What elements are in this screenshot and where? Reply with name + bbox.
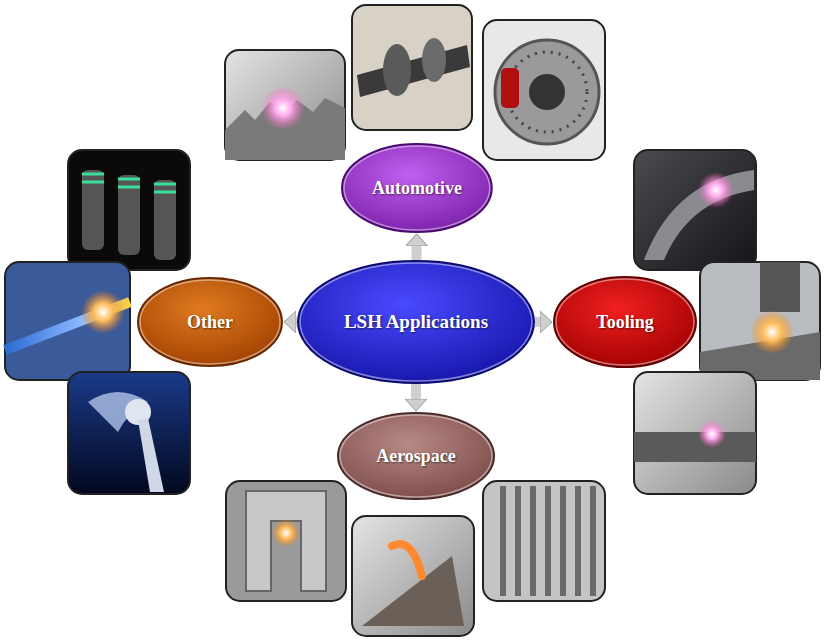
ellipse-rim [140, 280, 280, 364]
application-ellipse: Automotive [341, 143, 493, 233]
block-arrow [535, 317, 540, 327]
node-label: Other [187, 312, 233, 333]
ellipse-shape [138, 278, 282, 366]
laser-glow [272, 519, 300, 547]
aerospace-photo [226, 481, 346, 601]
laser-head [760, 262, 800, 312]
hip-xray-photo [68, 372, 190, 494]
block-arrow [411, 384, 421, 399]
turbine-blades [503, 486, 593, 596]
photo-frame [483, 20, 605, 160]
node-label: Aerospace [376, 446, 456, 467]
brake-disc-photo [483, 20, 605, 160]
application-ellipse: Aerospace [337, 412, 495, 500]
photo-frame [225, 50, 345, 160]
caliper [501, 68, 519, 108]
ellipse-shape [298, 261, 534, 383]
tooling-photo [634, 372, 756, 494]
hub [529, 74, 565, 110]
stem [138, 418, 164, 492]
implants-photo [68, 150, 190, 270]
implant-threads [82, 174, 176, 192]
camshaft-photo [352, 5, 472, 130]
tooling-photo [634, 150, 756, 270]
ellipse-shape [338, 413, 494, 499]
photo-frame [5, 262, 130, 380]
ellipse-rim [344, 146, 490, 230]
ellipse-shape [342, 144, 492, 232]
cam-lobe [383, 44, 411, 96]
ellipse-shape [554, 277, 696, 367]
tooling-photo [700, 262, 820, 380]
block-arrow [411, 246, 421, 260]
photo-frame [68, 150, 190, 270]
flame [392, 544, 422, 576]
node-label: LSH Applications [344, 311, 488, 333]
application-ellipse: Tooling [553, 276, 697, 368]
photo-frame [352, 5, 472, 130]
gear-photo [225, 50, 345, 160]
photo-frame [634, 150, 756, 270]
photo-frame [226, 481, 346, 601]
laser-glow [698, 420, 726, 448]
application-ellipse: Other [137, 277, 283, 367]
application-ellipse: LSH Applications [297, 260, 535, 384]
ellipse-rim [556, 279, 694, 365]
shaft [357, 45, 470, 97]
block-arrow [296, 317, 297, 327]
photo-frame [483, 481, 605, 601]
photo-frame [700, 262, 820, 380]
blade [362, 556, 464, 626]
sparks [750, 310, 794, 354]
photo-frame [352, 516, 474, 636]
sparks [81, 290, 125, 334]
photo-frame [68, 372, 190, 494]
ellipse-rim [300, 263, 532, 381]
tool-edge [644, 170, 754, 260]
ellipse-rim [340, 415, 492, 497]
laser-glow [261, 86, 305, 130]
turbine-photo [483, 481, 605, 601]
aerospace-photo [352, 516, 474, 636]
node-label: Tooling [596, 312, 653, 333]
die [634, 432, 756, 462]
node-label: Automotive [372, 178, 462, 199]
part [246, 491, 326, 591]
cam-lobe [422, 38, 446, 82]
laser-glow [698, 172, 734, 208]
photo-frame [634, 372, 756, 494]
laser-photo [5, 262, 130, 380]
disc [495, 40, 599, 144]
